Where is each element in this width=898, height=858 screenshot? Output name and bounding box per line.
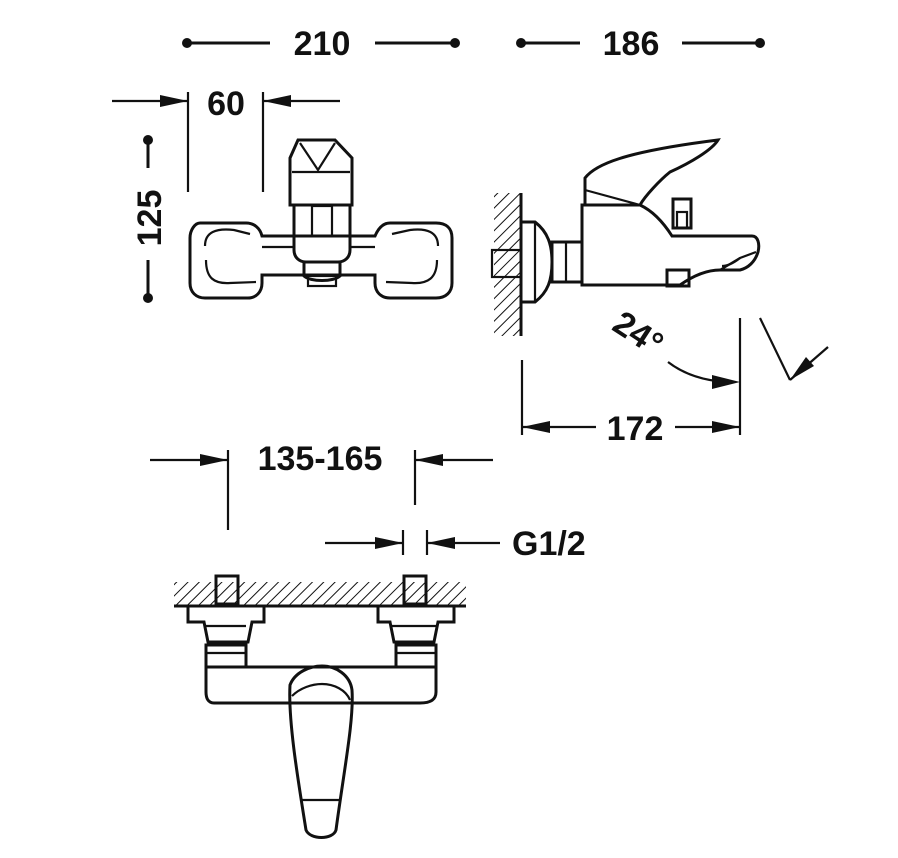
- angle-24: 24°: [606, 304, 829, 392]
- label-125: 125: [131, 190, 169, 247]
- dimension-186: 186: [516, 25, 765, 63]
- dimension-135-165: 135-165: [150, 440, 493, 530]
- front-view: [188, 138, 454, 300]
- top-view: [174, 574, 466, 839]
- label-186: 186: [603, 25, 660, 63]
- dimension-60: 60: [112, 85, 340, 192]
- label-172: 172: [607, 410, 664, 448]
- label-24-degrees: 24°: [606, 304, 670, 364]
- label-135-165: 135-165: [258, 440, 383, 478]
- label-210: 210: [294, 25, 351, 63]
- label-g1-2: G1/2: [512, 525, 586, 563]
- side-view: [490, 138, 761, 336]
- dimension-125: 125: [131, 135, 169, 303]
- label-60: 60: [207, 85, 245, 123]
- dimension-172: 172: [520, 360, 742, 448]
- dimension-210: 210: [182, 25, 460, 63]
- dimension-g1-2: G1/2: [325, 525, 586, 563]
